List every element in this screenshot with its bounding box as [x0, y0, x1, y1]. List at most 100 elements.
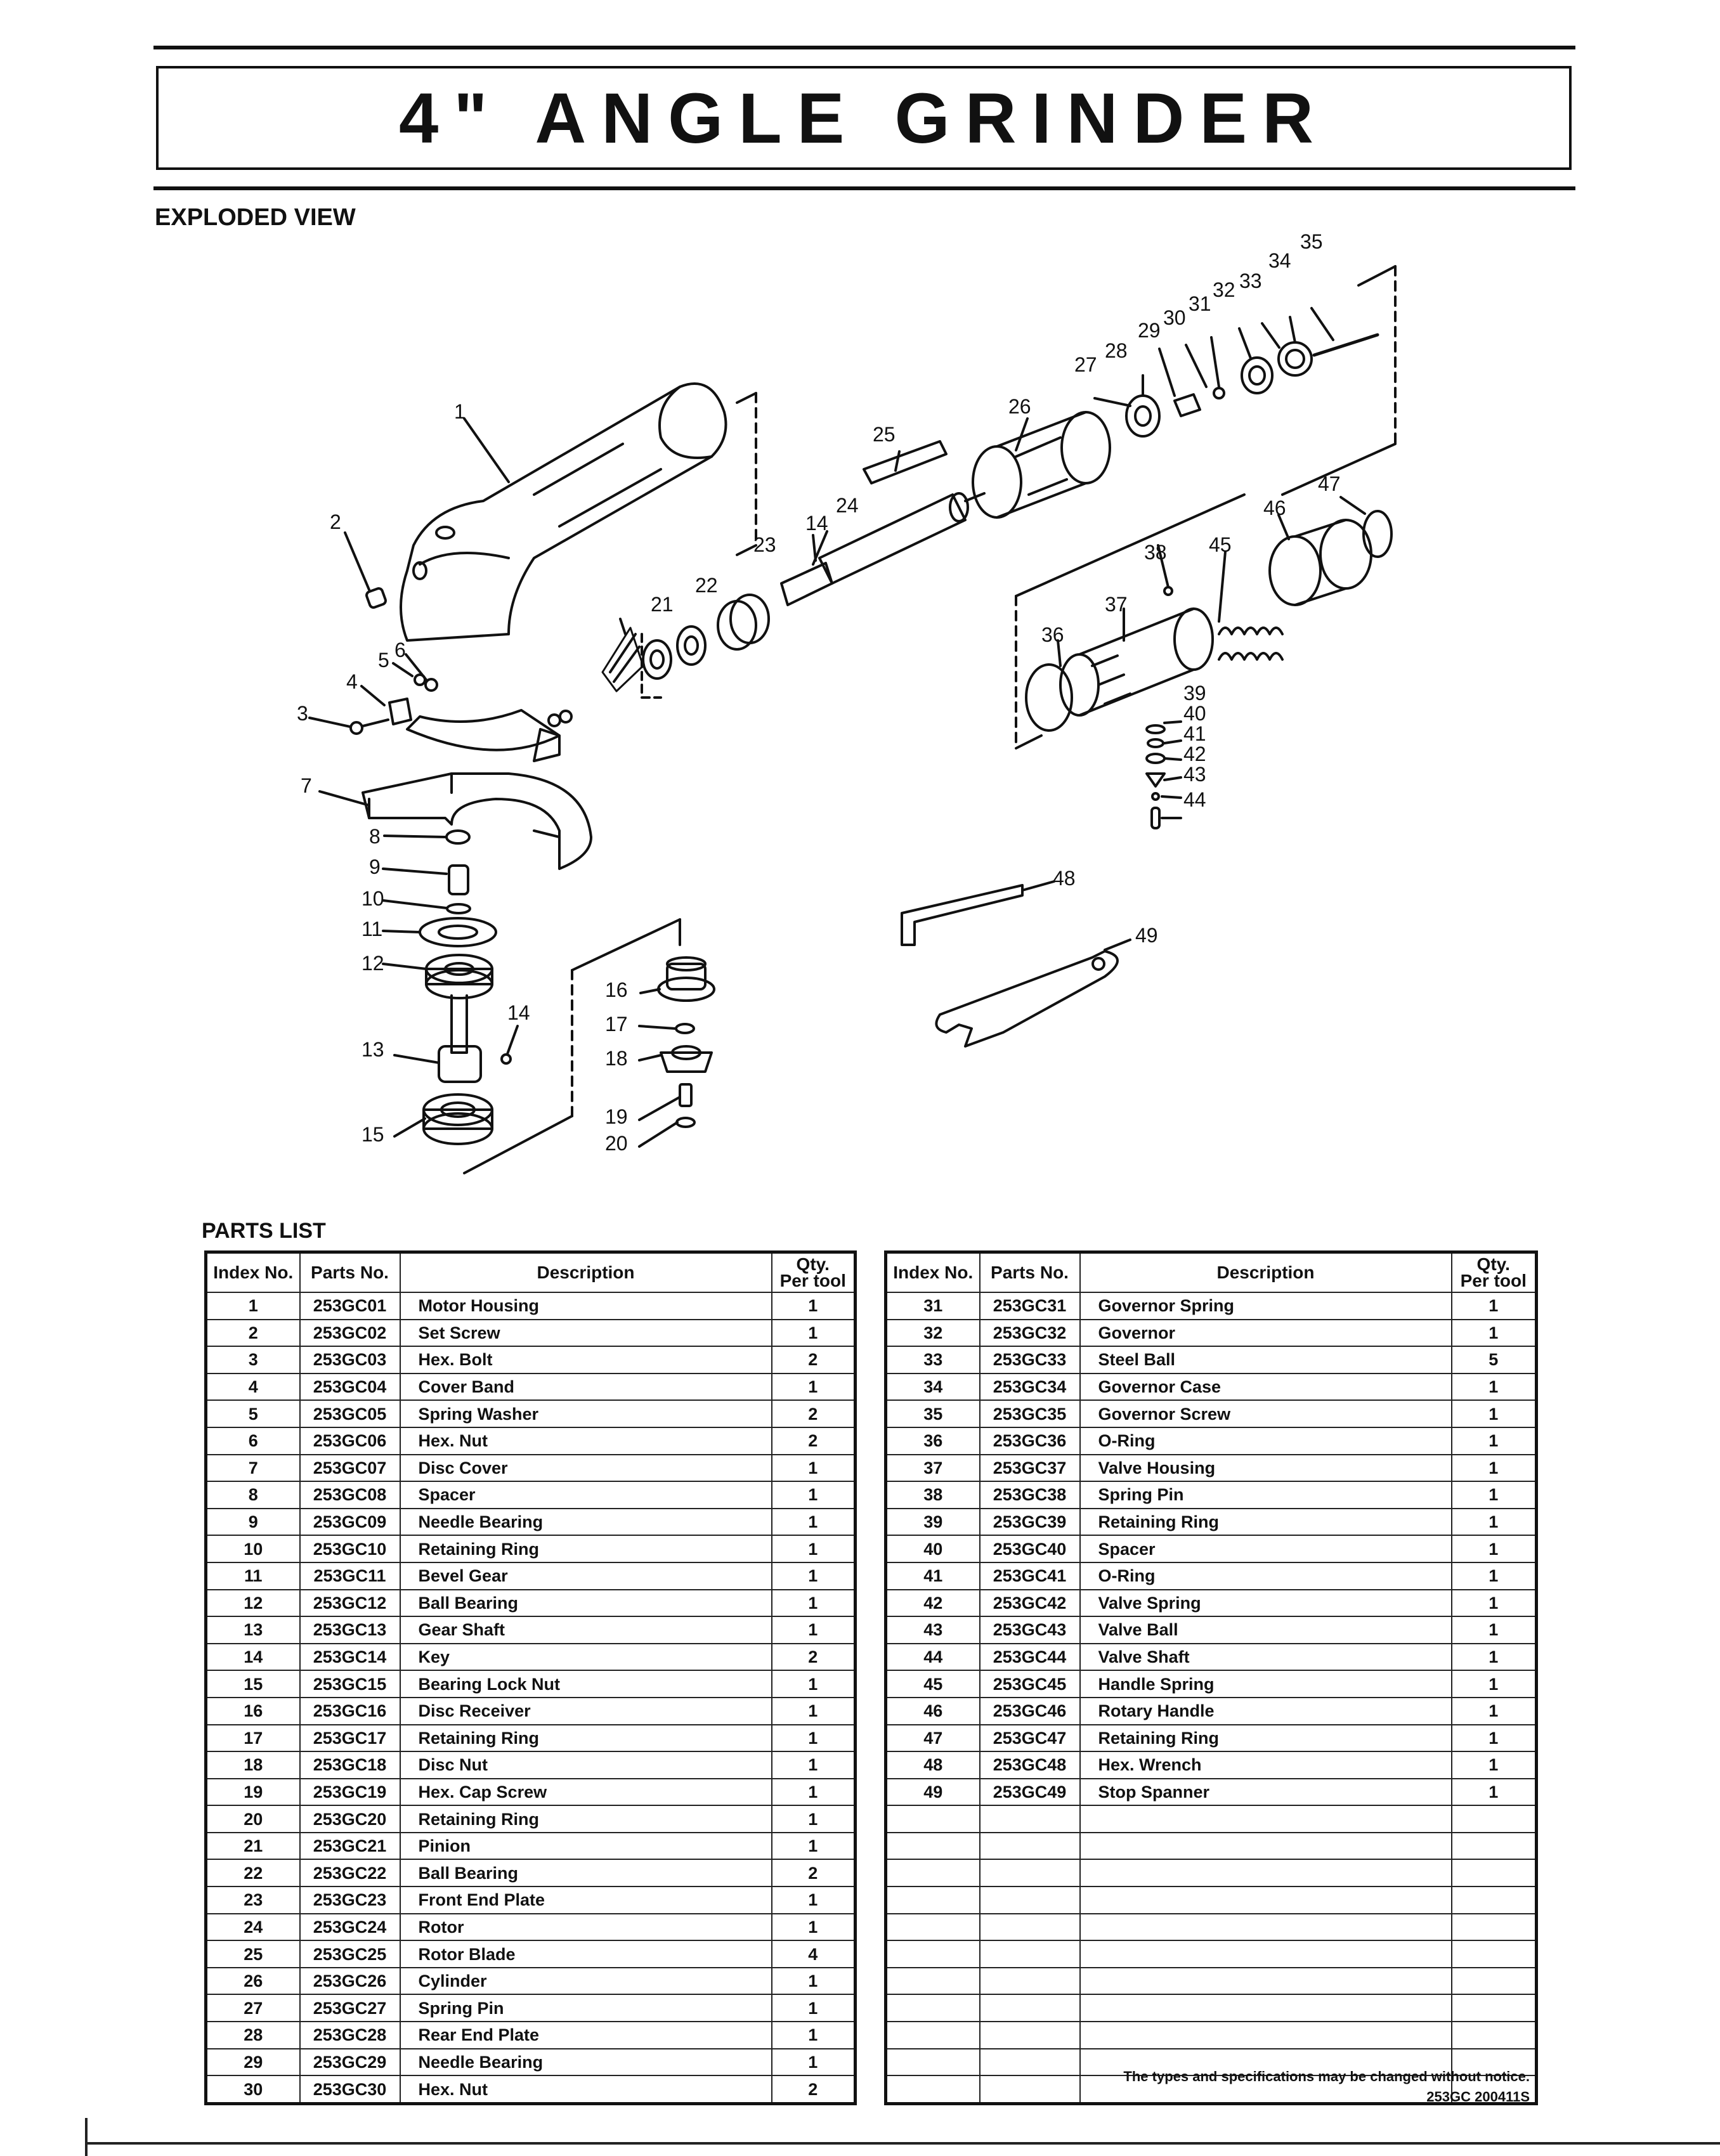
- part-number-cell: 253GC17: [299, 1724, 401, 1753]
- part-number-cell: 253GC19: [299, 1777, 401, 1807]
- qty-cell: 1: [771, 1481, 856, 1509]
- index-cell: 40: [885, 1535, 981, 1563]
- callout-37: 37: [1105, 593, 1128, 616]
- part-number-cell: 253GC01: [299, 1292, 401, 1320]
- callout-4: 4: [346, 670, 358, 693]
- qty-cell: [1450, 2048, 1537, 2077]
- callout-26: 26: [1008, 395, 1031, 418]
- callout-30: 30: [1163, 306, 1186, 329]
- index-cell: 13: [205, 1616, 301, 1644]
- title-box: 4" ANGLE GRINDER: [156, 66, 1572, 170]
- index-cell: [885, 2021, 981, 2049]
- description-cell: Retaining Ring: [399, 1535, 772, 1563]
- part-number-cell: 253GC48: [979, 1751, 1081, 1779]
- qty-cell: 1: [771, 1751, 856, 1779]
- callout-42: 42: [1183, 743, 1206, 765]
- callout-20: 20: [605, 1132, 628, 1155]
- index-cell: 16: [205, 1696, 301, 1725]
- part-number-cell: 253GC26: [299, 1966, 401, 1996]
- index-cell: [885, 2075, 981, 2105]
- description-cell: Valve Shaft: [1079, 1642, 1452, 1672]
- index-cell: 25: [205, 1940, 301, 1968]
- callout-8: 8: [369, 825, 381, 848]
- index-cell: 15: [205, 1670, 301, 1698]
- description-cell: [1079, 2021, 1452, 2049]
- callout-49: 49: [1135, 924, 1158, 947]
- description-cell: Ball Bearing: [399, 1588, 772, 1618]
- part-number-cell: 253GC24: [299, 1912, 401, 1942]
- description-cell: Bearing Lock Nut: [399, 1670, 772, 1698]
- table-row: [885, 2021, 1537, 2049]
- description-cell: Handle Spring: [1079, 1670, 1452, 1698]
- callout-21: 21: [651, 593, 674, 616]
- part-number-cell: 253GC46: [979, 1696, 1081, 1725]
- qty-cell: 2: [771, 1399, 856, 1428]
- qty-cell: 1: [1450, 1399, 1537, 1428]
- qty-cell: 2: [771, 1346, 856, 1374]
- description-cell: Governor Spring: [1079, 1292, 1452, 1320]
- description-cell: Valve Housing: [1079, 1453, 1452, 1483]
- callout-7: 7: [301, 774, 312, 797]
- part-number-cell: 253GC06: [299, 1426, 401, 1455]
- index-cell: [885, 1831, 981, 1861]
- callout-40: 40: [1183, 702, 1206, 725]
- part-number-cell: 253GC25: [299, 1940, 401, 1968]
- part-number-cell: 253GC07: [299, 1453, 401, 1483]
- qty-cell: 1: [771, 1318, 856, 1348]
- description-cell: Disc Nut: [399, 1751, 772, 1779]
- callout-1: 1: [454, 400, 466, 423]
- qty-cell: [1450, 1805, 1537, 1833]
- qty-cell: 1: [771, 1886, 856, 1914]
- exploded-view-label: EXPLODED VIEW: [155, 204, 356, 231]
- col-description-header: Description: [399, 1251, 772, 1293]
- callout-11: 11: [362, 918, 382, 940]
- description-cell: [1079, 1994, 1452, 2023]
- part-number-cell: 253GC36: [979, 1426, 1081, 1455]
- qty-cell: [1450, 1859, 1537, 1888]
- index-cell: [885, 1994, 981, 2023]
- callout-45: 45: [1209, 533, 1232, 556]
- bottom-rule: [85, 2142, 1720, 2145]
- part-number-cell: [979, 2021, 1081, 2049]
- description-cell: Cover Band: [399, 1372, 772, 1401]
- qty-cell: [1450, 1966, 1537, 1996]
- description-cell: Hex. Wrench: [1079, 1751, 1452, 1779]
- part-number-cell: 253GC40: [979, 1535, 1081, 1563]
- callout-10: 10: [362, 887, 384, 910]
- description-cell: Spacer: [1079, 1535, 1452, 1563]
- qty-cell: [1450, 2075, 1537, 2105]
- part-number-cell: 253GC31: [979, 1292, 1081, 1320]
- part-number-cell: 253GC18: [299, 1751, 401, 1779]
- index-cell: 10: [205, 1535, 301, 1563]
- callout-47: 47: [1318, 472, 1341, 495]
- callout-17: 17: [605, 1013, 628, 1036]
- table-row: [885, 1805, 1537, 1833]
- qty-cell: 1: [1450, 1453, 1537, 1483]
- callout-14b: 14: [805, 512, 828, 535]
- footer-code: 253GC 200411S: [1426, 2089, 1530, 2105]
- qty-cell: [1450, 1994, 1537, 2023]
- description-cell: Motor Housing: [399, 1292, 772, 1320]
- part-number-cell: 253GC32: [979, 1318, 1081, 1348]
- callout-3: 3: [297, 702, 308, 725]
- part-number-cell: 253GC28: [299, 2021, 401, 2049]
- table-row: [885, 1859, 1537, 1888]
- qty-cell: 2: [771, 1859, 856, 1888]
- index-cell: 19: [205, 1777, 301, 1807]
- index-cell: 35: [885, 1399, 981, 1428]
- index-cell: 11: [205, 1561, 301, 1590]
- part-number-cell: 253GC42: [979, 1588, 1081, 1618]
- description-cell: Spring Pin: [399, 1994, 772, 2023]
- part-number-cell: 253GC13: [299, 1616, 401, 1644]
- description-cell: Retaining Ring: [1079, 1724, 1452, 1753]
- description-cell: [1079, 1912, 1452, 1942]
